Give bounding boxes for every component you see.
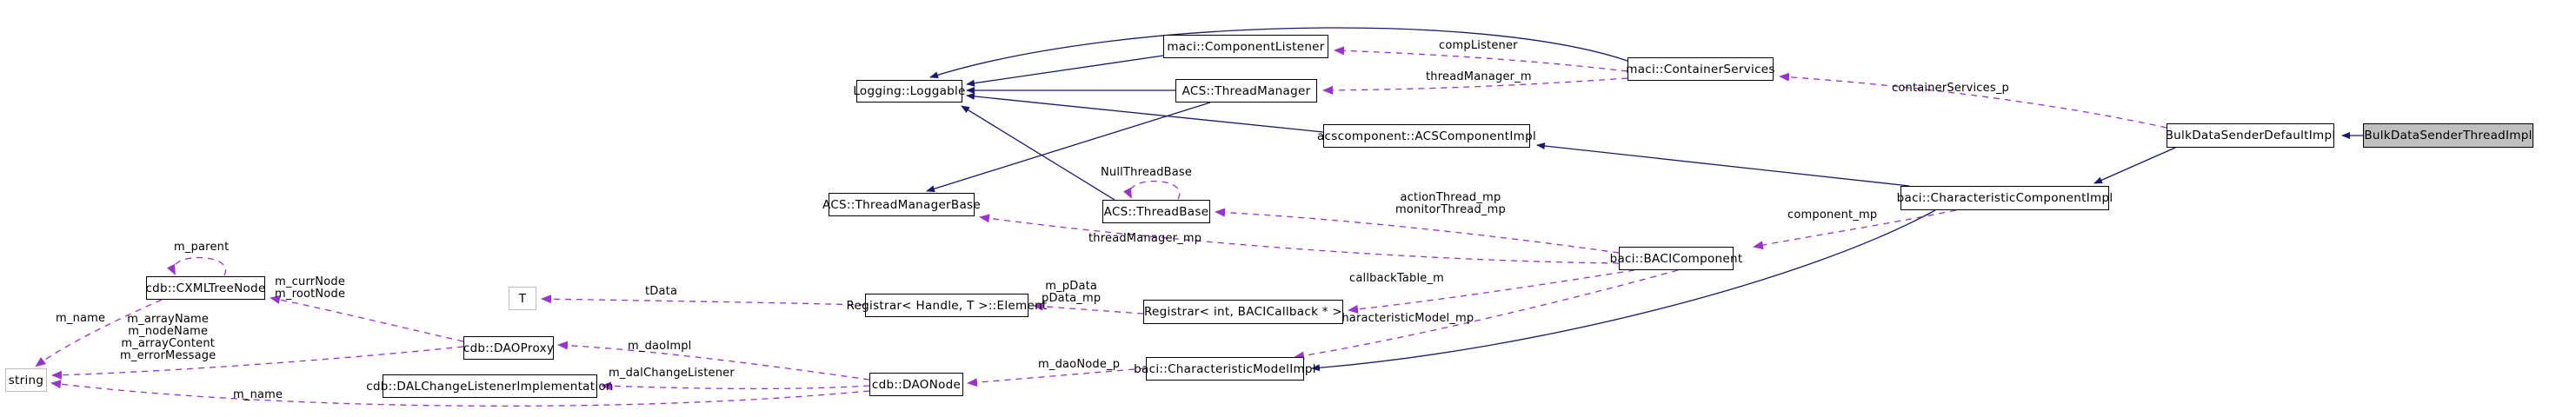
node-acs-thread-manager[interactable]: ACS::ThreadManager: [1175, 79, 1317, 103]
node-acs-thread-base[interactable]: ACS::ThreadBase: [1102, 200, 1210, 223]
edge-daonode-m-daoimpl: [557, 341, 870, 381]
node-registrar-handle-element[interactable]: Registrar< Handle, T >::Element: [846, 294, 1047, 317]
edge-label-m-dalchangelistener: m_dalChangeListener: [609, 367, 735, 380]
edge-threadbase-nullthreadbase-loop: [1122, 180, 1181, 200]
node-baci-characteristic-componentimpl[interactable]: baci::CharacteristicComponentImpl: [1897, 186, 2113, 210]
edge-cxmltreenode-m-name: [35, 299, 163, 367]
edge-bacicomponent-actionthread: [1215, 208, 1620, 254]
node-baci-characteristic-modelimpl[interactable]: baci::CharacteristicModelImpl: [1134, 357, 1316, 381]
edge-componentlistener-to-loggable: [966, 55, 1164, 87]
node-std-string[interactable]: string: [5, 368, 47, 392]
edge-defaultimpl-containerservices-p: [1779, 72, 2167, 129]
edge-label-tdata: tData: [645, 285, 678, 298]
edge-threadbase-to-loggable: [961, 105, 1115, 201]
edge-containerservices-complistener: [1334, 46, 1628, 72]
edge-containerservices-to-loggable: [929, 27, 1628, 79]
node-maci-component-listener[interactable]: maci::ComponentListener: [1163, 35, 1328, 58]
node-bulkdatasender-defaultimpl[interactable]: BulkDataSenderDefaultImpl: [2166, 123, 2335, 148]
edge-label-containerservices-p: containerServices_p: [1892, 82, 2009, 95]
edge-acscomponentimpl-to-loggable: [966, 92, 1324, 133]
edge-label-characteristicmodel-mp: characteristicModel_mp: [1335, 312, 1474, 325]
edge-threadmanager-to-threadmanagerbase: [926, 102, 1211, 193]
edge-label-m-name-top: m_name: [56, 312, 106, 325]
edge-label-nullthreadbase: NullThreadBase: [1101, 166, 1193, 179]
edge-bacicomponent-threadmanager-mp: [979, 214, 1620, 264]
node-acs-thread-manager-base[interactable]: ACS::ThreadManagerBase: [822, 193, 981, 216]
edge-label-m-name-bottom: m_name: [233, 388, 283, 401]
edge-label-m-daonode-p: m_daoNode_p: [1038, 358, 1121, 371]
edge-daoproxy-strings: [51, 346, 464, 380]
node-template-t[interactable]: T: [509, 287, 536, 310]
node-acscomponent-acscomponentimpl[interactable]: acscomponent::ACSComponentImpl: [1317, 124, 1536, 148]
node-logging-loggable[interactable]: Logging::Loggable: [853, 80, 965, 103]
edge-label-m-parent: m_parent: [174, 241, 230, 254]
edge-cxmltreenode-m-parent-loop: [166, 256, 227, 276]
edge-label-threadmanager-m: threadManager_m: [1426, 70, 1532, 83]
node-bulkdatasender-threadimpl[interactable]: BulkDataSenderThreadImpl: [2363, 123, 2533, 148]
edge-label-complistener: compListener: [1439, 39, 1518, 52]
node-cdb-daonode[interactable]: cdb::DAONode: [869, 373, 963, 396]
edge-daonode-m-dalchangelistener: [601, 381, 870, 391]
edge-charcomponentimpl-to-charmodelimpl: [1311, 209, 1936, 372]
node-cdb-cxmltreenode[interactable]: cdb::CXMLTreeNode: [145, 276, 265, 300]
edge-label-component-mp: component_mp: [1787, 208, 1878, 222]
edge-charcomponentimpl-to-acscomponentimpl: [1536, 142, 1910, 187]
node-baci-bacicomponent[interactable]: baci::BACIComponent: [1610, 247, 1742, 270]
edge-registrarint-pdata: [1033, 301, 1144, 314]
edge-charmodelimpl-m-daonode-p: [967, 367, 1147, 387]
edge-defaultimpl-to-charcomponentimpl: [2093, 147, 2176, 184]
edge-label-threadmanager-mp: threadManager_mp: [1088, 232, 1202, 245]
edge-label-callbacktable-m: callbackTable_m: [1349, 272, 1445, 285]
node-cdb-daoproxy[interactable]: cdb::DAOProxy: [463, 336, 554, 360]
node-registrar-int-bacicallback[interactable]: Registrar< int, BACICallback * >: [1143, 300, 1343, 324]
edge-daoproxy-currnode-rootnode: [270, 295, 464, 342]
node-cdb-dalchangelistener-implementation[interactable]: cdb::DALChangeListenerImplementation: [366, 374, 613, 398]
edge-bacicomponent-characteristicmodel-mp: [1294, 269, 1679, 361]
edge-label-m-daoimpl: m_daoImpl: [628, 340, 692, 353]
node-maci-container-services[interactable]: maci::ContainerServices: [1626, 57, 1774, 81]
edge-charcomponentimpl-component-mp: [1753, 209, 1957, 250]
edge-daonode-m-name: [50, 380, 870, 407]
edge-containerservices-threadmanager-m: [1322, 77, 1628, 95]
edge-element-tdata: [541, 295, 866, 306]
